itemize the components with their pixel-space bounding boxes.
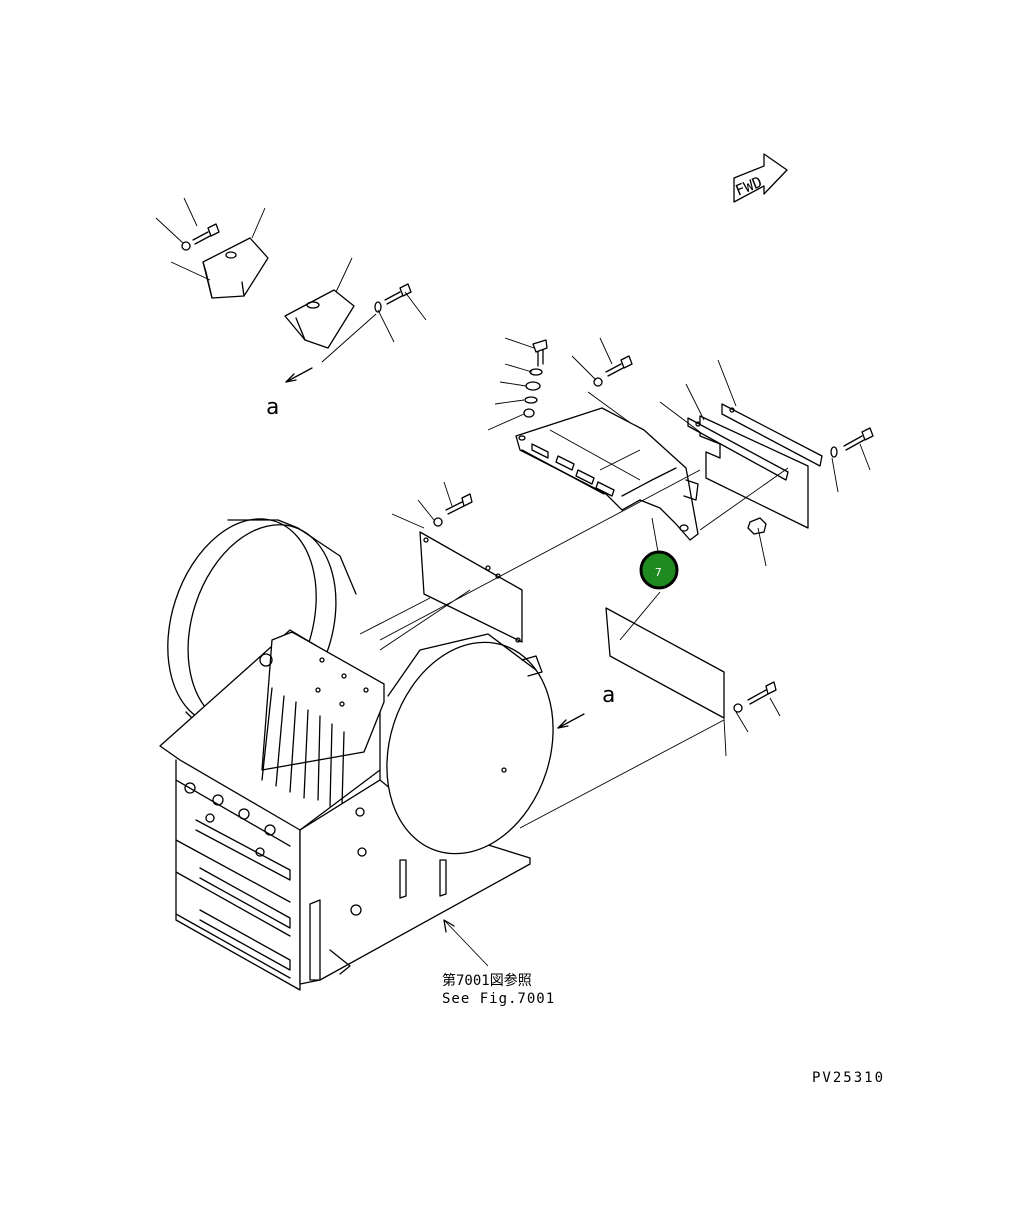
nut-icon [747,517,767,535]
view-marker-lower: a [602,683,615,708]
bolt-icon [830,427,874,458]
leader-line [519,591,781,829]
leader-line [831,443,871,493]
plate-right [687,403,823,529]
fwd-arrow: FWD [733,153,788,203]
leader-line [443,919,489,967]
bolt-icon [593,355,633,387]
reference-text-jp: 第7001図参照 [442,972,532,989]
leader-line [549,429,641,481]
bolt-icon [433,493,473,527]
reference-text-en: See Fig.7001 [442,991,555,1007]
bracket-upper-mid [284,289,355,349]
bolt-icon [733,681,777,713]
washer-icon [374,301,382,313]
leader-line [651,517,659,553]
leader-line [659,359,789,531]
leader-line [155,197,266,281]
leader-line [391,481,453,529]
guard-panel [419,531,523,643]
bracket-upper-left [202,237,269,299]
guard-panel-lower [605,607,725,719]
leader-arrowhead [443,919,455,933]
callout-number: 7 [655,566,662,579]
belt-cover [515,407,699,541]
crusher-assembly [159,518,554,991]
bolt-icon [192,223,220,245]
leader-line [359,469,701,651]
view-arrow-a [285,367,313,383]
leader-line [757,527,767,567]
leader-line [487,337,535,431]
bolt-icon [384,283,412,305]
bolt-stack [523,339,548,418]
leader-line [321,257,427,363]
drawing-number: PV25310 [812,1070,885,1086]
callout-badge-7[interactable]: 7 [639,550,679,590]
washer-icon [181,241,191,251]
view-arrow-a [557,713,585,729]
view-marker-upper: a [266,395,279,420]
